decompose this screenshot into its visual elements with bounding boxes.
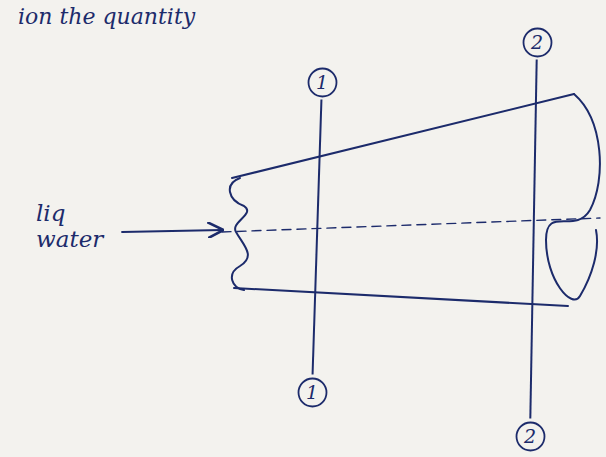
section-number: 1 bbox=[307, 73, 338, 92]
section-marker: 2 bbox=[515, 421, 546, 452]
section-line bbox=[530, 59, 536, 418]
pipe-outlet-end bbox=[546, 94, 600, 299]
pipe-wall bbox=[232, 94, 574, 178]
section-number: 1 bbox=[297, 383, 328, 402]
pipe-inlet-end bbox=[230, 178, 248, 290]
centre-line bbox=[222, 218, 600, 232]
pipe-wall bbox=[234, 288, 568, 306]
section-number: 2 bbox=[522, 33, 553, 52]
section-marker: 1 bbox=[297, 377, 328, 408]
section-number: 2 bbox=[515, 427, 546, 446]
flow-arrow bbox=[122, 230, 222, 232]
section-marker: 2 bbox=[522, 27, 553, 58]
fluid-label: liq water bbox=[36, 200, 116, 253]
section-marker: 1 bbox=[307, 67, 338, 98]
section-line bbox=[313, 99, 322, 374]
note-text: ion the quantity bbox=[18, 4, 195, 29]
